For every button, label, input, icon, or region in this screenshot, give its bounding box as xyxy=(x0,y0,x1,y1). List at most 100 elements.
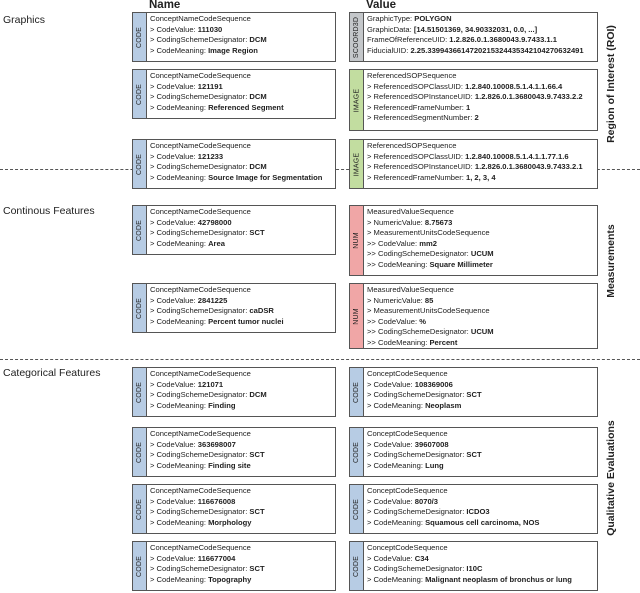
value-type-label: CODE xyxy=(136,83,143,105)
attribute-key: > CodeValue: xyxy=(150,217,198,227)
attribute-key: > ReferencedSOPInstanceUID: xyxy=(367,162,475,172)
attribute-line: > CodeValue: 111030 xyxy=(150,25,333,36)
attribute-value: DCM xyxy=(249,92,267,102)
attribute-key: > CodeValue: xyxy=(150,496,198,506)
attribute-line: > ReferencedFrameNumber: 1, 2, 3, 4 xyxy=(367,173,595,184)
card-body: ReferencedSOPSequence> ReferencedSOPClas… xyxy=(367,71,595,124)
attribute-value: Area xyxy=(208,238,225,248)
value-card-4: NUM MeasuredValueSequence> NumericValue: … xyxy=(349,205,598,276)
attribute-line: > CodeMeaning: Neoplasm xyxy=(367,401,595,412)
card-body: MeasuredValueSequence> NumericValue: 85>… xyxy=(367,285,595,349)
attribute-key: ConceptCodeSequence xyxy=(367,543,448,552)
section-label-categorical-features: Categorical Features xyxy=(3,367,101,379)
section-label-graphics: Graphics xyxy=(3,14,46,26)
attribute-line: > CodeMeaning: Morphology xyxy=(150,518,333,529)
attribute-key: >> CodeMeaning: xyxy=(367,337,430,347)
attribute-line: > ReferencedSOPInstanceUID: 1.2.826.0.1.… xyxy=(367,92,595,103)
attribute-line: ConceptCodeSequence xyxy=(367,486,595,497)
value-type-label: CODE xyxy=(353,498,360,520)
value-type-tag: CODE xyxy=(350,368,364,416)
attribute-line: ConceptNameCodeSequence xyxy=(150,14,333,25)
attribute-key: ConceptNameCodeSequence xyxy=(150,369,251,378)
value-type-tag: CODE xyxy=(133,284,147,332)
attribute-line: > CodeMeaning: Percent tumor nuclei xyxy=(150,317,333,328)
attribute-key: > MeasurementUnitsCodeSequence xyxy=(367,228,490,238)
attribute-key: >> CodingSchemeDesignator: xyxy=(367,249,471,259)
value-type-tag: IMAGE xyxy=(350,70,364,130)
attribute-value: 1, 2, 3, 4 xyxy=(465,172,496,182)
attribute-key: > ReferencedSOPInstanceUID: xyxy=(367,92,475,102)
value-type-label: NUM xyxy=(353,232,361,249)
attribute-line: > CodeMeaning: Lung xyxy=(367,461,595,472)
attribute-key: > ReferencedSOPClassUID: xyxy=(367,81,466,91)
attribute-line: FrameOfReferenceUID: 1.2.826.0.1.3680043… xyxy=(367,35,595,46)
attribute-key: > CodeMeaning: xyxy=(150,172,209,182)
attribute-value: [14.51501369, 34.90332031, 0.0, ...] xyxy=(413,24,538,34)
card-body: ConceptNameCodeSequence> CodeValue: 1210… xyxy=(150,369,333,411)
value-type-label: CODE xyxy=(136,297,143,319)
value-type-tag: NUM xyxy=(350,284,364,348)
attribute-key: > ReferencedFrameNumber: xyxy=(367,172,466,182)
card-body: ConceptCodeSequence> CodeValue: 8070/3> … xyxy=(367,486,595,528)
attribute-key: > CodeMeaning: xyxy=(150,517,209,527)
attribute-key: > MeasurementUnitsCodeSequence xyxy=(367,306,490,316)
attribute-value: SCT xyxy=(249,564,265,574)
attribute-value: C34 xyxy=(414,553,429,563)
attribute-line: > CodingSchemeDesignator: ICDO3 xyxy=(367,507,595,518)
attribute-line: ConceptNameCodeSequence xyxy=(150,369,333,380)
attribute-value: 8.75673 xyxy=(424,217,453,227)
attribute-key: > CodeMeaning: xyxy=(150,400,209,410)
attribute-line: > CodeMeaning: Source Image for Segmenta… xyxy=(150,173,333,184)
attribute-line: > NumericValue: 8.75673 xyxy=(367,218,595,229)
attribute-key: > NumericValue: xyxy=(367,295,425,305)
attribute-key: > CodeValue: xyxy=(150,379,198,389)
attribute-value: Finding site xyxy=(208,460,251,470)
attribute-key: >> CodeMeaning: xyxy=(367,259,430,269)
attribute-line: > CodeValue: 42798000 xyxy=(150,218,333,229)
attribute-key: > CodeValue: xyxy=(150,295,198,305)
side-label-measurements: Measurements xyxy=(605,224,617,298)
card-body: ConceptNameCodeSequence> CodeValue: 4279… xyxy=(150,207,333,249)
value-type-label: CODE xyxy=(353,441,360,463)
attribute-value: 111030 xyxy=(197,24,223,34)
attribute-value: 42798000 xyxy=(197,217,232,227)
attribute-line: ConceptNameCodeSequence xyxy=(150,543,333,554)
attribute-line: > CodeValue: 2841225 xyxy=(150,296,333,307)
value-type-tag: CODE xyxy=(133,428,147,476)
value-type-label: CODE xyxy=(136,555,143,577)
name-card-9: CODE ConceptNameCodeSequence> CodeValue: … xyxy=(132,541,336,591)
value-type-label: CODE xyxy=(353,381,360,403)
attribute-key: > CodeMeaning: xyxy=(150,460,209,470)
attribute-value: Percent tumor nuclei xyxy=(208,316,284,326)
attribute-line: ReferencedSOPSequence xyxy=(367,71,595,82)
value-type-tag: CODE xyxy=(133,485,147,533)
value-type-label: CODE xyxy=(136,498,143,520)
card-body: ConceptNameCodeSequence> CodeValue: 1166… xyxy=(150,543,333,585)
attribute-key: > CodeValue: xyxy=(367,553,415,563)
attribute-line: MeasuredValueSequence xyxy=(367,207,595,218)
attribute-value: 1.2.840.10008.5.1.4.1.1.66.4 xyxy=(465,81,563,91)
card-body: MeasuredValueSequence> NumericValue: 8.7… xyxy=(367,207,595,271)
attribute-line: > CodeValue: 8070/3 xyxy=(367,497,595,508)
attribute-value: 121233 xyxy=(197,151,224,161)
attribute-line: > CodeValue: 116677004 xyxy=(150,554,333,565)
attribute-key: ConceptNameCodeSequence xyxy=(150,141,251,150)
attribute-key: ConceptNameCodeSequence xyxy=(150,207,251,216)
attribute-value: UCUM xyxy=(470,327,494,337)
attribute-value: Malignant neoplasm of bronchus or lung xyxy=(425,574,572,584)
card-body: ConceptCodeSequence> CodeValue: 39607008… xyxy=(367,429,595,471)
attribute-line: > CodingSchemeDesignator: SCT xyxy=(150,450,333,461)
value-type-label: CODE xyxy=(353,555,360,577)
attribute-key: > ReferencedFrameNumber: xyxy=(367,102,466,112)
attribute-line: > ReferencedSOPClassUID: 1.2.840.10008.5… xyxy=(367,152,595,163)
card-body: ConceptNameCodeSequence> CodeValue: 1166… xyxy=(150,486,333,528)
attribute-value: ICDO3 xyxy=(466,507,490,517)
attribute-line: >> CodeValue: mm2 xyxy=(367,239,595,250)
attribute-value: 8070/3 xyxy=(414,496,439,506)
attribute-value: Morphology xyxy=(208,517,252,527)
attribute-line: > CodeMeaning: Finding site xyxy=(150,461,333,472)
